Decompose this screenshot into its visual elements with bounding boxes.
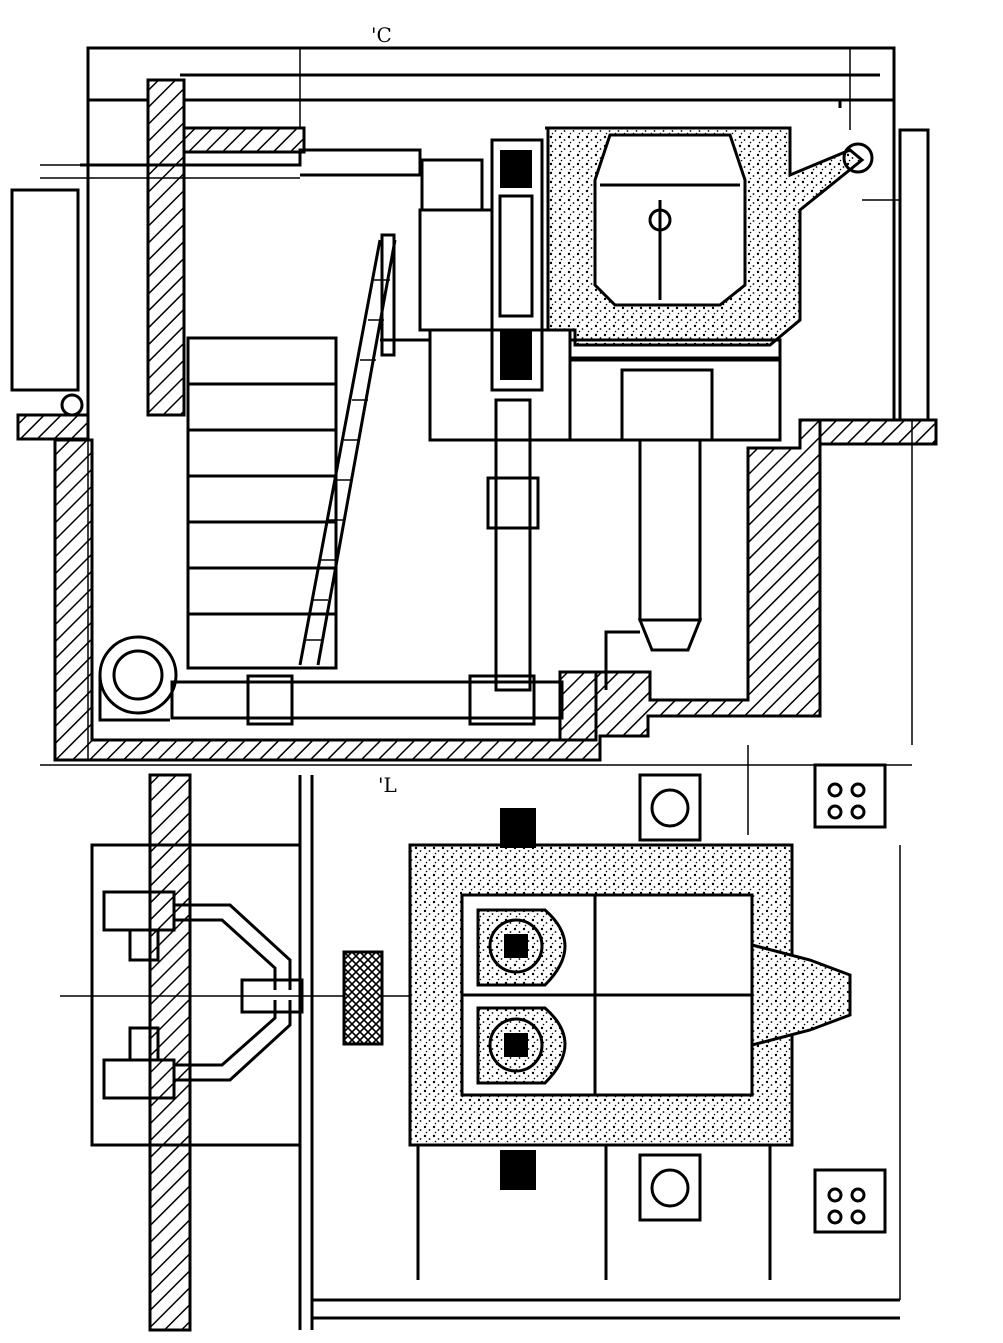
control-panel-lower xyxy=(813,1168,887,1234)
plan-wall xyxy=(148,773,192,1332)
motor-bottom xyxy=(638,1153,702,1222)
hood-roller xyxy=(842,142,874,174)
hydraulic-cylinder xyxy=(638,438,702,622)
floor-slab-left xyxy=(16,413,90,441)
plan-view xyxy=(60,745,901,1332)
upper-slab xyxy=(182,126,306,154)
mesh-filter xyxy=(342,950,384,1046)
clamp-bottom xyxy=(500,1150,536,1190)
central-column xyxy=(490,138,544,392)
motor-top xyxy=(638,773,702,842)
side-cabinet xyxy=(10,188,80,392)
floor-slab-right xyxy=(798,418,938,446)
vertical-shaft xyxy=(494,398,532,692)
section-view: 'C xyxy=(10,23,938,766)
valve-housing xyxy=(420,158,484,212)
flue-nozzle xyxy=(750,943,852,1047)
clamp-top xyxy=(500,808,536,848)
burner-port-upper xyxy=(476,908,567,987)
upper-wall-column xyxy=(146,78,186,417)
section-mark-top: 'C xyxy=(371,23,392,47)
burner-port-lower xyxy=(476,1006,567,1085)
stairs xyxy=(186,239,397,670)
blower-fan xyxy=(98,635,178,722)
valve-wheel xyxy=(60,393,84,417)
pit-walls xyxy=(53,418,822,762)
section-mark-bottom: 'L xyxy=(378,773,397,797)
control-panel-upper xyxy=(813,763,887,829)
air-duct xyxy=(170,680,564,720)
